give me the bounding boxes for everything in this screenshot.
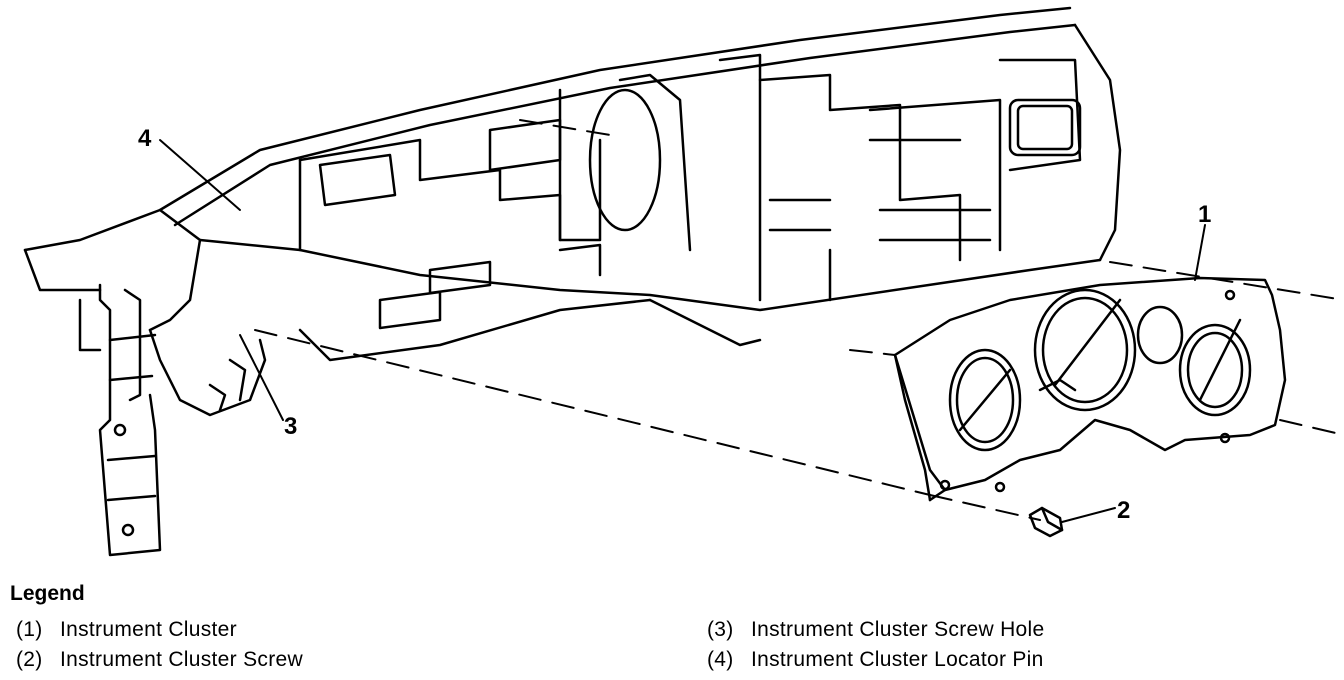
instrument-panel-diagram: 1 2 3 4 bbox=[23, 6, 1344, 557]
callout-3: 3 bbox=[284, 413, 297, 440]
legend-title: Legend bbox=[10, 582, 85, 605]
left-support-bracket bbox=[23, 208, 267, 557]
instrument-panel-carrier bbox=[158, 6, 1122, 362]
cluster-screw bbox=[1028, 506, 1064, 538]
legend-item-number: (3) bbox=[707, 618, 734, 641]
legend: Legend (1) Instrument Cluster (2) Instrume… bbox=[10, 582, 1330, 678]
legend-item-number: (4) bbox=[707, 648, 734, 671]
callout-leaders bbox=[159, 139, 1206, 523]
legend-item-number: (1) bbox=[16, 618, 43, 641]
legend-item-label: Instrument Cluster bbox=[60, 618, 237, 641]
legend-item-label: Instrument Cluster Screw Hole bbox=[751, 618, 1045, 641]
legend-item-1: (1) Instrument Cluster bbox=[16, 618, 237, 642]
legend-item-label: Instrument Cluster Screw bbox=[60, 648, 303, 671]
legend-item-3: (3) Instrument Cluster Screw Hole bbox=[707, 618, 1044, 642]
alignment-lines bbox=[254, 119, 1344, 521]
legend-item-4: (4) Instrument Cluster Locator Pin bbox=[707, 648, 1044, 672]
legend-item-number: (2) bbox=[16, 648, 43, 671]
callout-1: 1 bbox=[1198, 201, 1211, 228]
legend-item-label: Instrument Cluster Locator Pin bbox=[751, 648, 1044, 671]
instrument-cluster bbox=[893, 276, 1287, 502]
callout-4: 4 bbox=[138, 125, 152, 152]
legend-item-2: (2) Instrument Cluster Screw bbox=[16, 648, 303, 672]
callout-2: 2 bbox=[1117, 497, 1130, 524]
